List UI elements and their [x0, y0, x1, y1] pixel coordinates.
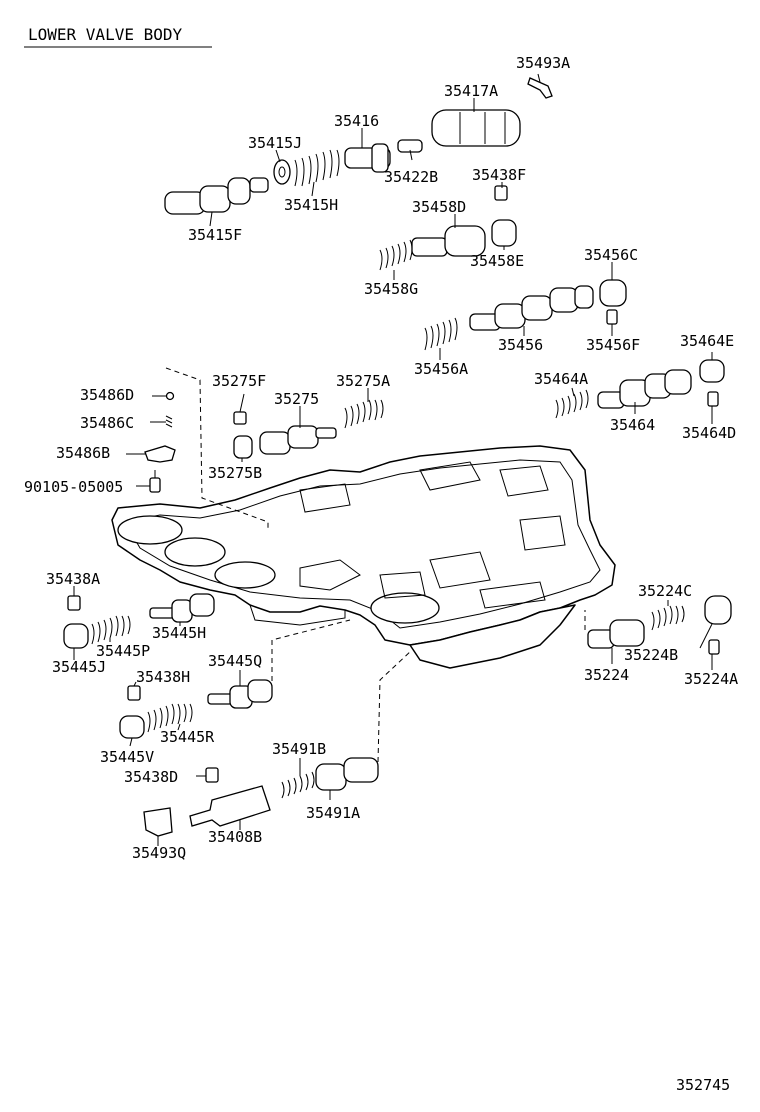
label-35438D: 35438D [124, 768, 178, 786]
part-35445H [149, 593, 215, 623]
part-35486B [144, 445, 176, 463]
part-90105-05005 [149, 470, 161, 493]
label-35438H: 35438H [136, 668, 190, 686]
label-35458D: 35458D [412, 198, 466, 216]
label-35415F: 35415F [188, 226, 242, 244]
part-35456F [606, 309, 618, 325]
label-35491B: 35491B [272, 740, 326, 758]
part-35224 [587, 619, 645, 649]
part-35445Q [207, 679, 273, 709]
part-35464 [597, 369, 692, 409]
part-35464A [555, 389, 589, 419]
part-35464D [707, 391, 719, 407]
part-35275 [259, 425, 337, 455]
part-35224C [651, 605, 685, 631]
label-35224: 35224 [584, 666, 629, 684]
part-35417A [431, 109, 521, 147]
label-35415H: 35415H [284, 196, 338, 214]
label-35486D: 35486D [80, 386, 134, 404]
label-35275B: 35275B [208, 464, 262, 482]
label-35445H: 35445H [152, 624, 206, 642]
label-35456: 35456 [498, 336, 543, 354]
label-35456F: 35456F [586, 336, 640, 354]
label-35445Q: 35445Q [208, 652, 262, 670]
part-35416 [344, 143, 391, 173]
label-35445V: 35445V [100, 748, 154, 766]
part-35445R [147, 703, 193, 733]
part-35458E [491, 219, 517, 247]
part-35275B [233, 435, 253, 459]
part-35486C [165, 415, 173, 428]
part-35445P [91, 615, 131, 645]
part-35445J [63, 623, 89, 649]
part-35458G [379, 239, 413, 271]
label-35445R: 35445R [160, 728, 215, 746]
label-35464E: 35464E [680, 332, 734, 350]
part-35493A [527, 77, 553, 99]
label-35422B: 35422B [384, 168, 438, 186]
part-35456A [424, 317, 458, 351]
label-35438F: 35438F [472, 166, 526, 184]
label-35456A: 35456A [414, 360, 468, 378]
part-35408B [189, 785, 271, 827]
label-35458E: 35458E [470, 252, 524, 270]
label-35417A: 35417A [444, 82, 498, 100]
label-35445J: 35445J [52, 658, 106, 676]
label-35458G: 35458G [364, 280, 418, 298]
label-90105-05005: 90105-05005 [24, 478, 123, 496]
part-35464E [699, 359, 725, 383]
label-35445P: 35445P [96, 642, 150, 660]
label-35491A: 35491A [306, 804, 360, 822]
part-35438H [127, 685, 141, 701]
part-35456C [599, 279, 627, 307]
valve-body-casting [111, 445, 616, 669]
reference-number: 352745 [676, 1076, 730, 1094]
label-35464: 35464 [610, 416, 655, 434]
part-labels: 35493A 35417A 35415J 35416 35422B 35438F… [24, 54, 738, 862]
part-35275A [344, 399, 384, 429]
label-35416: 35416 [334, 112, 379, 130]
label-35224B: 35224B [624, 646, 678, 664]
part-35493Q [143, 807, 173, 837]
label-35464A: 35464A [534, 370, 588, 388]
diagram-title: LOWER VALVE BODY [28, 25, 182, 44]
part-35438A [67, 595, 81, 611]
label-35408B: 35408B [208, 828, 262, 846]
label-35224C: 35224C [638, 582, 692, 600]
label-35486C: 35486C [80, 414, 134, 432]
label-35275A: 35275A [336, 372, 390, 390]
label-35275: 35275 [274, 390, 319, 408]
label-35493A: 35493A [516, 54, 570, 72]
part-35415H [294, 149, 340, 187]
label-35486B: 35486B [56, 444, 110, 462]
label-35438A: 35438A [46, 570, 100, 588]
part-35415J [273, 159, 291, 185]
label-35456C: 35456C [584, 246, 638, 264]
part-35224B [704, 595, 732, 625]
label-35415J: 35415J [248, 134, 302, 152]
part-35486D [165, 391, 175, 401]
part-35491B [281, 771, 315, 799]
label-35224A: 35224A [684, 670, 738, 688]
part-35415F [164, 177, 269, 215]
part-35491A [315, 757, 379, 791]
label-35493Q: 35493Q [132, 844, 186, 862]
label-35464D: 35464D [682, 424, 736, 442]
part-35275F [233, 411, 247, 425]
part-35458D [411, 225, 486, 257]
part-35445V [119, 715, 145, 739]
part-35456 [469, 285, 594, 331]
part-35438F [494, 185, 508, 201]
assembly-lines [73, 73, 713, 846]
part-35224A [708, 639, 720, 655]
label-35275F: 35275F [212, 372, 266, 390]
part-35438D [205, 767, 219, 783]
